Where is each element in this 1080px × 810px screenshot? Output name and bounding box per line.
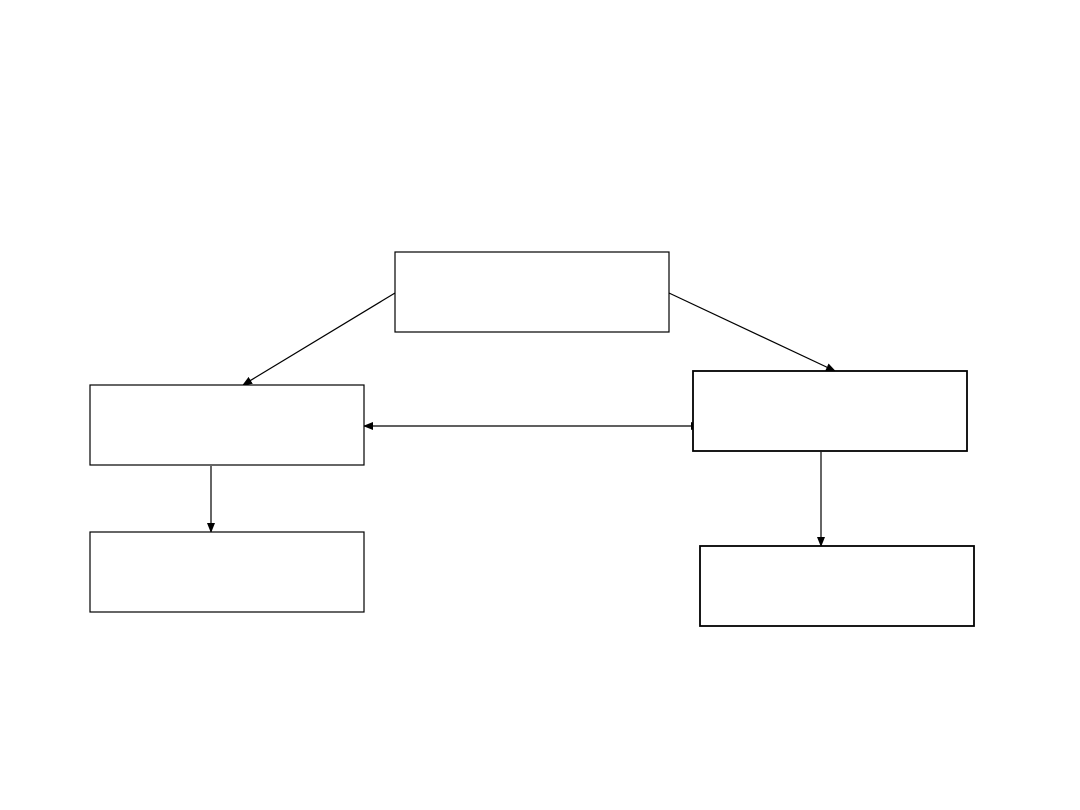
node-top-center <box>394 251 670 333</box>
edge-top-center-to-middle-right <box>668 292 836 372</box>
edge-top-center-to-middle-left <box>242 292 396 386</box>
node-middle-left <box>89 384 365 466</box>
node-bottom-right <box>699 545 975 627</box>
node-middle-right <box>692 370 968 452</box>
node-bottom-left <box>89 531 365 613</box>
